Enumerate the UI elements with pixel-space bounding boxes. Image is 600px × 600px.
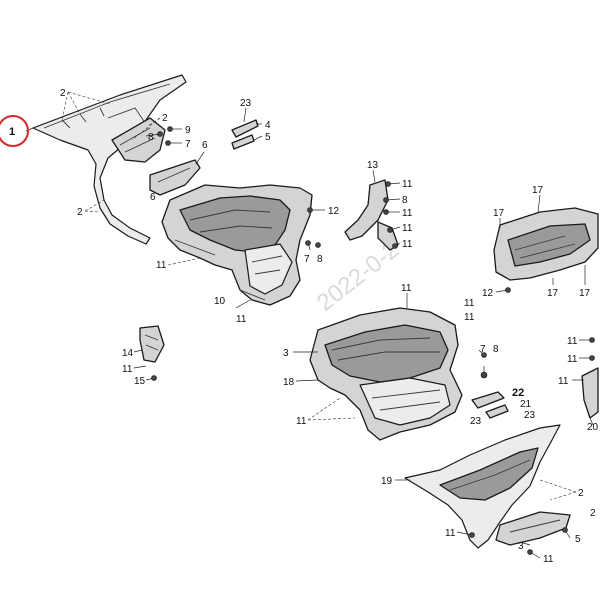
part-clip-4[interactable]	[231, 119, 259, 138]
callout-11[interactable]: 11	[558, 376, 569, 387]
callout-20[interactable]: 20	[587, 422, 599, 433]
callout-17[interactable]: 17	[493, 208, 505, 219]
callout-23[interactable]: 23	[470, 416, 482, 427]
callout-2[interactable]: 2	[162, 113, 168, 124]
callout-17[interactable]: 17	[547, 288, 559, 299]
fastener-markers	[151, 126, 595, 555]
part-bracket-6[interactable]	[149, 159, 201, 196]
callout-6[interactable]: 3	[518, 541, 524, 552]
callout-11[interactable]: 11	[464, 312, 475, 323]
part-clip-23[interactable]	[485, 404, 509, 419]
callout-23[interactable]: 23	[524, 410, 536, 421]
callout-8[interactable]: 8	[148, 132, 154, 143]
part-bracket-14[interactable]	[139, 325, 165, 363]
callout-11[interactable]: 11	[464, 298, 475, 309]
highlight-circle	[0, 115, 29, 147]
callout-10[interactable]: 10	[214, 296, 226, 307]
callout-11[interactable]: 11	[122, 364, 133, 375]
callout-23[interactable]: 23	[240, 98, 252, 109]
callout-11[interactable]: 11	[402, 179, 413, 190]
part-vent-22[interactable]	[471, 391, 505, 409]
callout-21[interactable]: 21	[520, 399, 532, 410]
callout-1[interactable]: 1	[9, 126, 15, 138]
callout-11[interactable]: 11	[401, 283, 412, 294]
callout-2[interactable]: 2	[60, 88, 66, 99]
callout-11[interactable]: 11	[567, 354, 578, 365]
callout-11[interactable]: 11	[402, 208, 413, 219]
part-cover-20[interactable]	[581, 367, 599, 419]
callout-11[interactable]: 11	[402, 239, 413, 250]
callout-7[interactable]: 5	[575, 534, 581, 545]
callout-8[interactable]: 8	[402, 195, 408, 206]
part-inner-panel-center[interactable]	[309, 307, 463, 441]
part-clip-5[interactable]	[231, 134, 255, 150]
callout-8[interactable]: 8	[317, 254, 323, 265]
callout-2[interactable]: 2	[578, 488, 584, 499]
callout-11[interactable]: 11	[156, 260, 167, 271]
callout-7[interactable]: 7	[480, 344, 486, 355]
part-duct-17[interactable]	[493, 207, 599, 281]
part-lower-fairing-19[interactable]	[404, 424, 571, 549]
callout-7[interactable]: 7	[304, 254, 310, 265]
callout-11[interactable]: 11	[236, 314, 247, 325]
part-inner-panel-left[interactable]	[161, 184, 313, 306]
callout-11[interactable]: 11	[296, 416, 307, 427]
callout-11[interactable]: 11	[567, 336, 578, 347]
callout-12[interactable]: 12	[328, 206, 340, 217]
callout-6[interactable]: 6	[150, 192, 156, 203]
part-upper-fairing[interactable]	[32, 74, 187, 245]
callout-9[interactable]: 9	[185, 125, 191, 136]
callout-8[interactable]: 11	[543, 554, 554, 565]
callout-2[interactable]: 2	[77, 207, 83, 218]
callout-6[interactable]: 6	[202, 140, 208, 151]
part-bracket-13[interactable]	[344, 179, 399, 251]
callout-7[interactable]: 7	[185, 139, 191, 150]
callout-5[interactable]: 5	[265, 132, 271, 143]
callout-2[interactable]: 2	[590, 508, 596, 519]
callout-14[interactable]: 14	[122, 348, 134, 359]
callout-13[interactable]: 13	[367, 160, 379, 171]
callout-22[interactable]: 22	[512, 387, 524, 399]
callout-3[interactable]: 3	[283, 348, 289, 359]
callout-8[interactable]: 8	[493, 344, 499, 355]
callout-17[interactable]: 17	[579, 288, 591, 299]
callout-11[interactable]: 11	[402, 223, 413, 234]
callout-labels: 1 2 2 2 2 9 8 7 6 6 23 4 5 12 7 8 11 10 …	[9, 88, 599, 565]
callout-18[interactable]: 18	[283, 377, 295, 388]
callout-17[interactable]: 17	[532, 185, 544, 196]
callout-4[interactable]: 4	[265, 120, 271, 131]
callout-15[interactable]: 15	[134, 376, 146, 387]
callout-8[interactable]: 11	[445, 528, 456, 539]
callout-19[interactable]: 19	[381, 476, 393, 487]
callout-12[interactable]: 12	[482, 288, 494, 299]
